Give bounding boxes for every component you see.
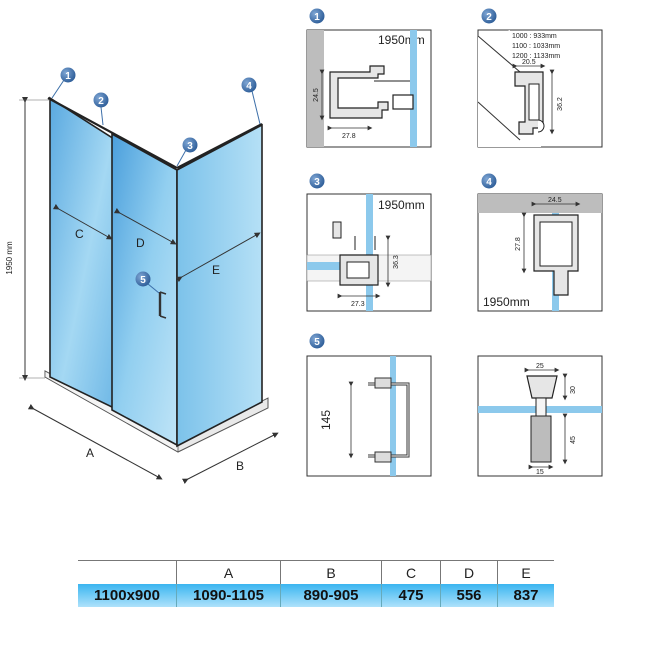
height-label: 1950 mm	[5, 241, 14, 275]
svg-text:1: 1	[314, 12, 320, 23]
detail-5-top-width: 25	[536, 363, 544, 370]
callout-4: 4	[241, 77, 261, 125]
dimension-c-line	[52, 203, 113, 240]
table-row: 1100x900 1090-1105 890-905 475 556 837	[78, 584, 554, 607]
table-cell: 1090-1105	[176, 584, 281, 607]
detail-1-height: 1950mm	[378, 33, 425, 47]
detail-4-dim-v: 27.8	[515, 237, 522, 251]
dimension-d-line	[113, 207, 177, 245]
height-dimension: 1950 mm	[5, 97, 50, 381]
detail-3: 3 1950mm 36.3 27.3	[306, 173, 432, 312]
callout-2: 2	[93, 92, 109, 126]
table-header-cell: B	[280, 560, 382, 584]
detail-1-dim-h: 27.8	[342, 133, 356, 140]
label-c: C	[75, 227, 84, 241]
detail-1: 1 1950mm 24.5 27.8	[306, 8, 432, 148]
svg-text:5: 5	[314, 337, 320, 348]
detail-2-note-1: 1000 : 933mm	[512, 33, 557, 40]
svg-text:5: 5	[140, 275, 146, 286]
detail-5-top-height: 30	[570, 386, 577, 394]
shower-enclosure	[44, 96, 269, 453]
detail-3-height: 1950mm	[378, 198, 425, 212]
label-b: B	[236, 459, 244, 473]
table-header-cell: C	[381, 560, 441, 584]
detail-2-dim-h: 20.5	[522, 59, 536, 66]
detail-3-dim-v: 36.3	[393, 255, 400, 269]
table-cell: 837	[497, 584, 554, 607]
table-cell: 1100x900	[78, 584, 177, 607]
detail-2-note-2: 1100 : 1033mm	[512, 43, 560, 50]
detail-5-bottom-width: 15	[536, 469, 544, 476]
table-cell: 890-905	[280, 584, 382, 607]
callout-5: 5	[135, 271, 160, 294]
svg-text:3: 3	[314, 177, 320, 188]
callout-1: 1	[51, 67, 76, 99]
detail-1-dim-v: 24.5	[313, 88, 320, 102]
detail-5-handle-length: 145	[319, 410, 333, 430]
svg-text:4: 4	[486, 177, 492, 188]
svg-text:4: 4	[246, 81, 252, 92]
table-header-cell	[78, 560, 177, 584]
svg-text:3: 3	[187, 141, 193, 152]
svg-text:2: 2	[98, 96, 104, 107]
svg-text:2: 2	[486, 12, 492, 23]
dimension-e-line	[175, 232, 261, 283]
svg-text:1: 1	[65, 71, 71, 82]
label-d: D	[136, 236, 145, 250]
table-header-row: A B C D E	[78, 560, 554, 584]
label-a: A	[86, 446, 94, 460]
detail-2-note-3: 1200 : 1133mm	[512, 53, 560, 60]
detail-5: 5 145 25 30 45 15	[306, 333, 603, 477]
table-header-cell: E	[497, 560, 554, 584]
table-header-cell: D	[440, 560, 498, 584]
dimension-a-line	[27, 403, 163, 480]
table-header-cell: A	[176, 560, 281, 584]
detail-4: 4 24.5 27.8 1950mm	[477, 173, 603, 312]
detail-5-side-height: 45	[570, 436, 577, 444]
callout-3: 3	[176, 137, 198, 167]
detail-4-height: 1950mm	[483, 295, 530, 309]
label-e: E	[212, 263, 220, 277]
detail-3-dim-h: 27.3	[351, 301, 365, 308]
dimension-b-line	[181, 432, 279, 485]
detail-2: 2 1000 : 933mm 1100 : 1033mm 1200 : 1133…	[477, 8, 603, 148]
detail-4-dim-h: 24.5	[548, 197, 562, 204]
table-cell: 475	[381, 584, 441, 607]
dimensions-table: A B C D E 1100x900 1090-1105 890-905 475…	[78, 560, 554, 607]
table-cell: 556	[440, 584, 498, 607]
detail-2-dim-v: 36.2	[557, 97, 564, 111]
